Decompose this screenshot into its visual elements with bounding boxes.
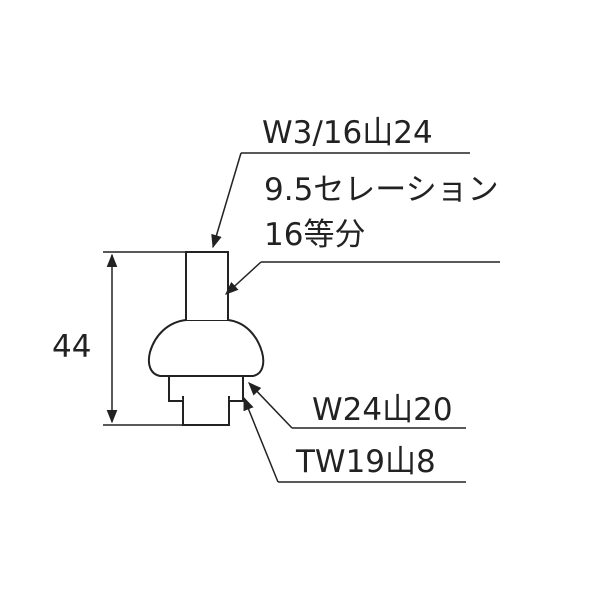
part-lower-stem [182, 396, 230, 426]
label-thread-top: W3/16山24 [262, 115, 433, 151]
part-upper-shank [185, 251, 229, 320]
label-serration: 9.5セレーション [264, 172, 499, 208]
leader-serration [225, 261, 500, 295]
leader-thread-mid [248, 382, 466, 429]
part-body [147, 251, 265, 426]
label-thread-mid: W24山20 [312, 392, 453, 428]
leader-thread-top [211, 152, 470, 249]
part-lower-step [168, 374, 244, 402]
part-bell [147, 319, 265, 377]
label-thread-bottom: TW19山8 [295, 444, 436, 480]
label-division: 16等分 [264, 217, 365, 253]
height-dimension-value: 44 [52, 329, 91, 365]
leader-thread-bottom [243, 396, 466, 483]
height-dimension [103, 251, 186, 426]
